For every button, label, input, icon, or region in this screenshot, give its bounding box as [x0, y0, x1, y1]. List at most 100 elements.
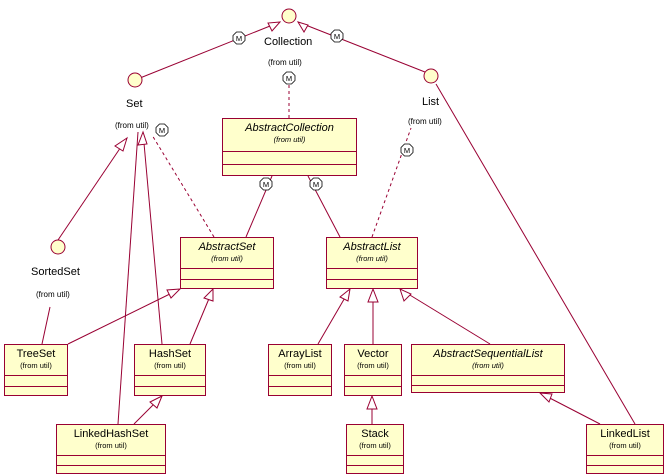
class-name: TreeSet [16, 348, 56, 360]
abstractsequentiallist-class-box[interactable]: AbstractSequentialList(from util) [411, 344, 565, 393]
m-badge-label: M [313, 180, 319, 189]
class-from: (from util) [359, 441, 391, 450]
sortedset-to-set-edge [57, 137, 128, 241]
arrowhead-list-collection-open [296, 21, 309, 33]
collection-interface-icon[interactable] [281, 8, 297, 24]
list-label: List [422, 96, 440, 108]
class-divider [412, 375, 564, 376]
hashset-class-box[interactable]: HashSet(from util) [134, 344, 206, 396]
arrowhead-linkedhashset-hashset [149, 394, 163, 409]
arrowhead-hashset-set [137, 130, 148, 146]
arrowhead-abstractsequentiallist-abstractlist [399, 288, 412, 302]
m-badge-icon: M [155, 123, 169, 137]
m-badge-icon: M [232, 31, 246, 45]
class-name: ArrayList [278, 348, 322, 360]
linkedhashset-class-box[interactable]: LinkedHashSet(from util) [56, 424, 166, 474]
collection-from-label: (from util) [268, 58, 302, 67]
class-divider [587, 465, 663, 466]
linkedlist-class-box[interactable]: LinkedList(from util) [586, 424, 664, 474]
arrowhead-sortedset-set [114, 136, 128, 152]
class-divider [347, 465, 403, 466]
class-name: HashSet [148, 348, 192, 360]
class-from: (from util) [154, 361, 186, 370]
class-divider [57, 465, 165, 466]
m-badge-icon: M [282, 71, 296, 85]
arrowhead-stack-vector [366, 394, 378, 410]
m-badge-icon: M [400, 143, 414, 157]
list-interface-icon[interactable] [423, 68, 439, 84]
class-divider [135, 386, 205, 387]
arrowhead-hashset-abstractset [203, 287, 214, 302]
linkedlist-to-list-edge [435, 83, 636, 425]
set-from-label: (from util) [115, 121, 149, 130]
class-name: Stack [361, 428, 389, 440]
sortedset-interface-icon[interactable] [50, 239, 66, 255]
class-name: LinkedHashSet [73, 428, 149, 440]
m-badge-label: M [263, 180, 269, 189]
arraylist-class-box[interactable]: ArrayList(from util) [268, 344, 332, 396]
treeset-class-box[interactable]: TreeSet(from util) [4, 344, 68, 396]
class-name: Vector [357, 348, 389, 360]
sortedset-from-label: (from util) [36, 290, 70, 299]
set-to-collection-edge [134, 21, 281, 81]
class-divider [57, 455, 165, 456]
abstractset-realizes-set-edge [151, 134, 215, 238]
m-badge-label: M [404, 146, 410, 155]
class-from: (from util) [95, 441, 127, 450]
m-badge-icon: M [309, 177, 323, 191]
abstractsequentiallist-to-abstractlist-edge [399, 288, 491, 345]
abstractcollection-class-box[interactable]: AbstractCollection(from util) [222, 118, 357, 176]
class-name: AbstractList [343, 241, 401, 253]
class-from: (from util) [472, 361, 504, 370]
class-divider [412, 385, 564, 386]
class-name: AbstractSequentialList [433, 348, 543, 360]
class-divider [347, 455, 403, 456]
class-name: LinkedList [600, 428, 650, 440]
class-divider [181, 279, 273, 280]
class-divider [5, 386, 67, 387]
class-name: AbstractCollection [245, 122, 334, 134]
class-from: (from util) [357, 361, 389, 370]
sortedset-label: SortedSet [31, 266, 80, 278]
treeset-to-abstractset-edge [67, 288, 181, 345]
class-divider [5, 375, 67, 376]
class-from: (from util) [284, 361, 316, 370]
treeset-to-sortedset-edge [41, 306, 51, 345]
abstractlist-class-box[interactable]: AbstractList(from util) [326, 237, 418, 289]
class-from: (from util) [211, 254, 243, 263]
class-divider [345, 386, 401, 387]
class-divider [223, 164, 356, 165]
m-badge-label: M [286, 74, 292, 83]
class-divider [135, 375, 205, 376]
class-divider [223, 151, 356, 152]
class-divider [269, 386, 331, 387]
list-from-label: (from util) [408, 117, 442, 126]
class-divider [181, 268, 273, 269]
m-badge-label: M [334, 32, 340, 41]
class-divider [327, 268, 417, 269]
set-interface-icon[interactable] [127, 72, 143, 88]
linkedhashset-to-set-edge [117, 131, 139, 425]
class-name: AbstractSet [198, 241, 256, 253]
abstractset-class-box[interactable]: AbstractSet(from util) [180, 237, 274, 289]
set-label: Set [126, 98, 143, 110]
stack-class-box[interactable]: Stack(from util) [346, 424, 404, 474]
class-from: (from util) [20, 361, 52, 370]
arrowhead-treeset-abstractset [166, 288, 182, 299]
hashset-to-set-edge [142, 131, 163, 345]
class-divider [327, 279, 417, 280]
class-divider [269, 375, 331, 376]
m-badge-label: M [236, 34, 242, 43]
class-divider [345, 375, 401, 376]
arrowhead-set-collection-open [267, 21, 282, 32]
class-from: (from util) [273, 135, 306, 144]
list-to-collection-edge [297, 21, 431, 75]
class-divider [587, 455, 663, 456]
m-badge-label: M [159, 126, 165, 135]
arrowhead-arraylist-abstractlist [339, 287, 351, 302]
arrowhead-linkedlist-abstractsequentiallist [538, 392, 553, 403]
vector-class-box[interactable]: Vector(from util) [344, 344, 402, 396]
collection-label: Collection [264, 36, 313, 48]
m-badge-icon: M [259, 177, 273, 191]
